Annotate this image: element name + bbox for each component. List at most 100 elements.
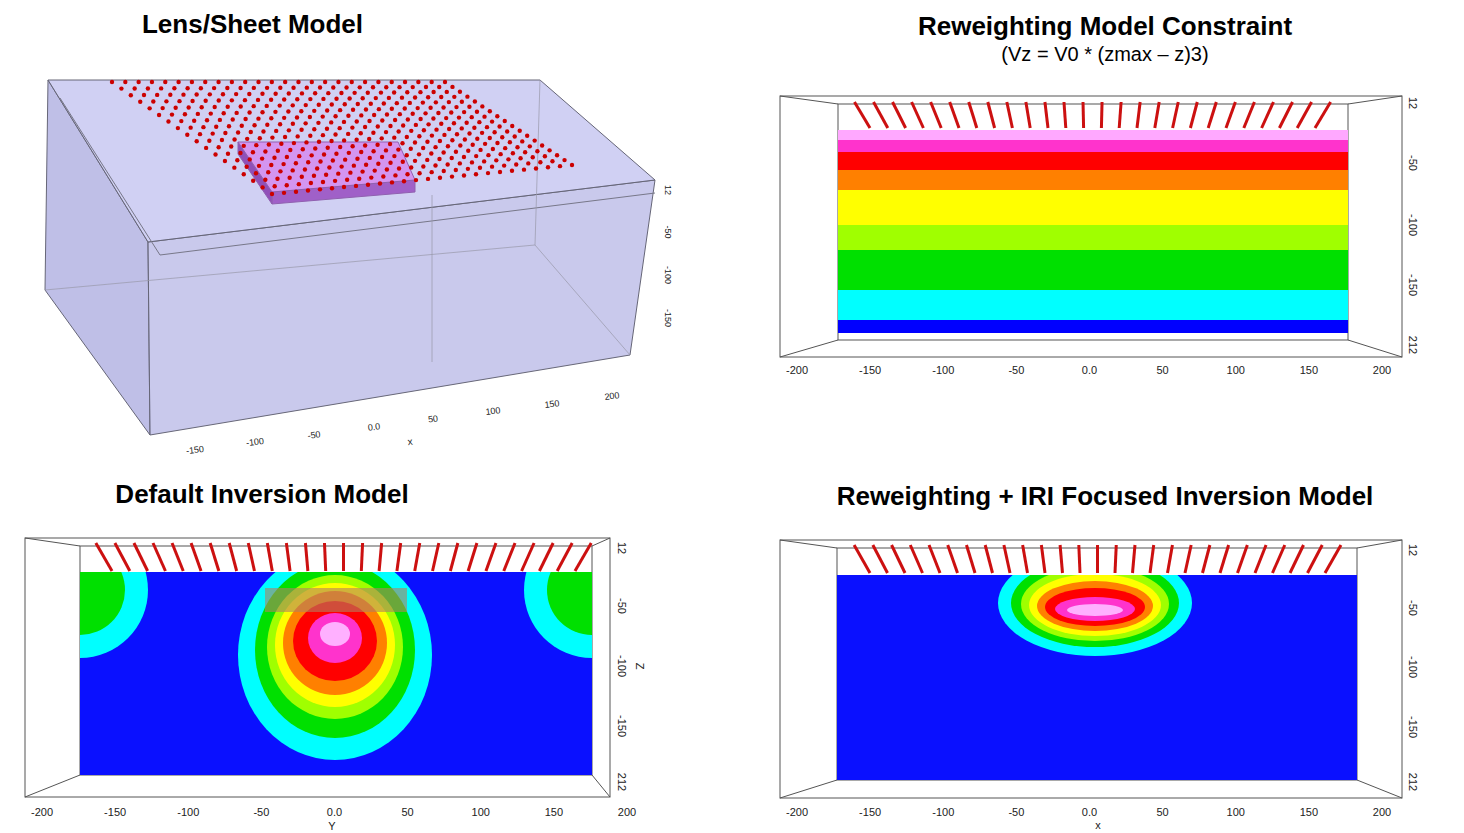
electrode <box>243 117 247 121</box>
electrode <box>304 103 308 107</box>
electrode <box>364 107 368 111</box>
electrode <box>299 128 303 132</box>
electrode <box>317 140 321 144</box>
electrode <box>433 543 439 571</box>
electrode <box>312 109 316 113</box>
electrode <box>523 150 527 154</box>
electrode <box>515 145 519 149</box>
electrode <box>267 543 272 571</box>
electrode <box>209 111 213 115</box>
electrode <box>238 151 242 155</box>
electrode <box>308 115 312 119</box>
electrode <box>454 105 458 109</box>
electrode <box>278 169 282 173</box>
electrode <box>382 101 386 105</box>
electrode <box>351 108 355 112</box>
electrode <box>325 108 329 112</box>
electrode <box>300 91 304 95</box>
electrode <box>409 147 413 151</box>
electrode <box>276 149 280 153</box>
electrode <box>338 108 342 112</box>
electrode <box>270 80 274 84</box>
electrode <box>260 110 264 114</box>
electrode <box>210 543 219 571</box>
electrode <box>429 170 433 174</box>
electrode <box>950 102 959 128</box>
electrode <box>388 142 392 146</box>
electrode <box>854 102 870 128</box>
electrode <box>254 143 258 147</box>
electrode <box>431 90 435 94</box>
electrode <box>205 118 209 122</box>
electrode <box>505 129 509 133</box>
electrode <box>346 114 350 118</box>
electrode <box>313 91 317 95</box>
electrode <box>441 105 445 109</box>
electrode <box>201 125 205 129</box>
electrode <box>547 148 551 152</box>
electrode <box>272 184 276 188</box>
electrode <box>249 130 253 134</box>
electrode <box>256 98 260 102</box>
electrode <box>460 100 464 104</box>
axis-tick-label: -50 <box>1008 806 1024 818</box>
electrode <box>129 93 133 97</box>
electrode <box>254 171 258 175</box>
electrode <box>450 156 454 160</box>
electrode <box>110 80 114 84</box>
electrode <box>1082 102 1086 128</box>
electrode <box>296 80 300 84</box>
electrode <box>893 102 906 128</box>
electrode <box>480 131 484 135</box>
electrode <box>460 126 464 130</box>
electrode <box>892 545 905 573</box>
electrode <box>321 97 325 101</box>
electrode <box>450 138 454 142</box>
electrode <box>1007 102 1013 128</box>
electrode <box>291 86 295 90</box>
electrode <box>342 185 346 189</box>
electrode <box>555 153 559 157</box>
electrode <box>270 192 274 196</box>
electrode <box>196 112 200 116</box>
electrode <box>366 183 370 187</box>
axis-tick-label: 200 <box>618 806 636 818</box>
electrode <box>343 102 347 106</box>
electrode <box>1238 545 1248 573</box>
electrode <box>534 166 538 170</box>
axis-tick-label: 212 <box>1407 773 1419 791</box>
electrode <box>301 147 305 151</box>
panel: Lens/Sheet Model <box>0 9 505 39</box>
electrode <box>1064 102 1066 128</box>
electrode <box>1060 545 1062 573</box>
formula: (Vz = V0 * (zmax – z)3) <box>780 41 1430 67</box>
electrode <box>333 179 337 183</box>
axis-tick-label: x <box>407 436 413 449</box>
electrode <box>518 129 522 133</box>
electrode <box>1220 545 1229 573</box>
electrode <box>526 161 530 165</box>
electrode <box>498 170 502 174</box>
electrode <box>518 156 522 160</box>
electrode <box>400 141 404 145</box>
electrode <box>442 133 446 137</box>
electrode <box>234 111 238 115</box>
electrode <box>468 543 477 571</box>
electrode <box>305 543 307 571</box>
electrode <box>172 86 176 90</box>
electrode <box>258 136 262 140</box>
electrode <box>403 80 407 84</box>
electrode <box>449 110 453 114</box>
electrode <box>423 111 427 115</box>
electrode <box>409 165 413 169</box>
axis-tick-label: 0.0 <box>1082 364 1097 376</box>
electrode <box>334 151 338 155</box>
electrode <box>371 130 375 134</box>
electrode <box>282 191 286 195</box>
electrode <box>1119 102 1121 128</box>
electrode <box>433 145 437 149</box>
electrode <box>300 175 304 179</box>
electrode <box>359 150 363 154</box>
axis-tick-label: -100 <box>1407 656 1419 678</box>
